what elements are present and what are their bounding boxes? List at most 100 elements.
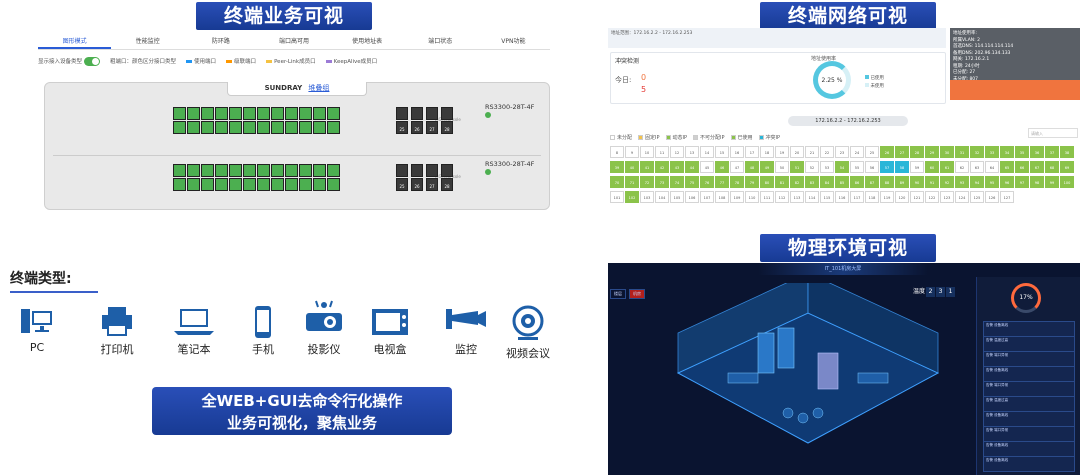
ip-cell[interactable]: 31 xyxy=(955,146,969,158)
alarm-item[interactable]: 告警 温度过高 xyxy=(983,396,1075,412)
show-devices-toggle[interactable] xyxy=(84,56,101,66)
sfp-port[interactable]: 27 xyxy=(426,121,438,134)
ip-cell[interactable]: 46 xyxy=(715,161,729,173)
ip-cell[interactable]: 100 xyxy=(1060,176,1074,188)
switch-port[interactable] xyxy=(299,178,312,191)
switch-port[interactable] xyxy=(187,107,200,120)
ip-cell[interactable]: 103 xyxy=(640,191,654,203)
ip-cell[interactable]: 96 xyxy=(1000,176,1014,188)
switch-port[interactable] xyxy=(257,178,270,191)
alarm-item[interactable]: 告警 端口异常 xyxy=(983,381,1075,397)
ip-cell[interactable]: 110 xyxy=(745,191,759,203)
ip-cell[interactable]: 64 xyxy=(985,161,999,173)
switch-port[interactable] xyxy=(285,107,298,120)
ip-cell[interactable]: 41 xyxy=(640,161,654,173)
alarm-item[interactable]: 告警 设备离线 xyxy=(983,441,1075,457)
ip-cell[interactable]: 99 xyxy=(1045,176,1059,188)
ip-cell[interactable]: 13 xyxy=(685,146,699,158)
ip-cell[interactable]: 63 xyxy=(970,161,984,173)
ip-cell[interactable]: 23 xyxy=(835,146,849,158)
switch-port[interactable] xyxy=(299,164,312,177)
ip-cell[interactable]: 105 xyxy=(670,191,684,203)
ip-cell[interactable]: 73 xyxy=(655,176,669,188)
ip-cell[interactable]: 11 xyxy=(655,146,669,158)
alarm-item[interactable]: 告警 设备离线 xyxy=(983,456,1075,472)
switch-port[interactable] xyxy=(215,164,228,177)
switch-port[interactable] xyxy=(229,121,242,134)
ip-cell[interactable]: 15 xyxy=(715,146,729,158)
ip-cell[interactable]: 20 xyxy=(790,146,804,158)
ip-cell[interactable]: 35 xyxy=(1015,146,1029,158)
ip-cell[interactable]: 25 xyxy=(865,146,879,158)
switch-port[interactable] xyxy=(327,121,340,134)
sfp-port[interactable] xyxy=(411,107,423,120)
ip-cell[interactable]: 113 xyxy=(790,191,804,203)
ip-cell[interactable]: 10 xyxy=(640,146,654,158)
ip-cell[interactable]: 121 xyxy=(910,191,924,203)
ip-cell[interactable]: 94 xyxy=(970,176,984,188)
ip-cell[interactable]: 42 xyxy=(655,161,669,173)
ip-cell[interactable]: 54 xyxy=(835,161,849,173)
ip-cell[interactable]: 45 xyxy=(700,161,714,173)
switch-port[interactable] xyxy=(201,121,214,134)
ip-cell[interactable]: 36 xyxy=(1030,146,1044,158)
room-3d-view[interactable] xyxy=(638,272,968,473)
ip-cell[interactable]: 116 xyxy=(835,191,849,203)
ip-cell[interactable]: 72 xyxy=(640,176,654,188)
ip-cell[interactable]: 85 xyxy=(835,176,849,188)
switch-port[interactable] xyxy=(215,121,228,134)
switch-port[interactable] xyxy=(299,121,312,134)
ip-cell[interactable]: 118 xyxy=(865,191,879,203)
ip-cell[interactable]: 40 xyxy=(625,161,639,173)
ip-cell[interactable]: 66 xyxy=(1015,161,1029,173)
ip-cell[interactable]: 68 xyxy=(1045,161,1059,173)
ip-cell[interactable]: 33 xyxy=(985,146,999,158)
switch-port[interactable] xyxy=(173,107,186,120)
ip-cell[interactable]: 70 xyxy=(610,176,624,188)
ip-cell[interactable]: 27 xyxy=(895,146,909,158)
ip-cell[interactable]: 69 xyxy=(1060,161,1074,173)
ip-cell[interactable]: 71 xyxy=(625,176,639,188)
tab-address-table[interactable]: 使用地址表 xyxy=(352,38,383,45)
switch-port[interactable] xyxy=(229,178,242,191)
switch-port[interactable] xyxy=(285,121,298,134)
ip-cell[interactable]: 120 xyxy=(895,191,909,203)
ip-cell[interactable]: 122 xyxy=(925,191,939,203)
switch-port[interactable] xyxy=(271,164,284,177)
sfp-port[interactable]: 27 xyxy=(426,178,438,191)
ip-cell[interactable]: 24 xyxy=(850,146,864,158)
ip-cell[interactable]: 81 xyxy=(775,176,789,188)
tab-port-status[interactable]: 端口状态 xyxy=(428,38,453,45)
alarm-item[interactable]: 告警 端口异常 xyxy=(983,426,1075,442)
alarm-item[interactable]: 告警 设备离线 xyxy=(983,321,1075,337)
switch-port[interactable] xyxy=(243,178,256,191)
ip-cell[interactable]: 123 xyxy=(940,191,954,203)
ip-cell[interactable]: 21 xyxy=(805,146,819,158)
ip-cell[interactable]: 92 xyxy=(940,176,954,188)
ip-cell[interactable]: 89 xyxy=(895,176,909,188)
ip-cell[interactable]: 60 xyxy=(925,161,939,173)
ip-cell[interactable]: 91 xyxy=(925,176,939,188)
sfp-port[interactable]: 28 xyxy=(441,178,453,191)
switch-port[interactable] xyxy=(201,107,214,120)
ip-cell[interactable]: 77 xyxy=(715,176,729,188)
ip-cell[interactable]: 86 xyxy=(850,176,864,188)
floor-select[interactable]: 楼层 xyxy=(610,289,626,299)
ip-cell[interactable]: 28 xyxy=(910,146,924,158)
ip-cell[interactable]: 80 xyxy=(760,176,774,188)
switch-port[interactable] xyxy=(173,121,186,134)
switch-port[interactable] xyxy=(187,121,200,134)
tab-loop-prevention[interactable]: 防环路 xyxy=(211,38,230,45)
ip-cell[interactable]: 106 xyxy=(685,191,699,203)
switch-port[interactable] xyxy=(257,107,270,120)
alarm-item[interactable]: 告警 端口异常 xyxy=(983,351,1075,367)
ip-cell[interactable]: 32 xyxy=(970,146,984,158)
ip-cell[interactable]: 127 xyxy=(1000,191,1014,203)
sfp-port[interactable] xyxy=(426,107,438,120)
sfp-port[interactable]: 28 xyxy=(441,121,453,134)
ip-cell[interactable]: 19 xyxy=(775,146,789,158)
tab-vpn[interactable]: VPN功能 xyxy=(501,38,526,45)
ip-cell[interactable]: 74 xyxy=(670,176,684,188)
ip-cell[interactable]: 117 xyxy=(850,191,864,203)
ip-cell[interactable]: 9 xyxy=(625,146,639,158)
